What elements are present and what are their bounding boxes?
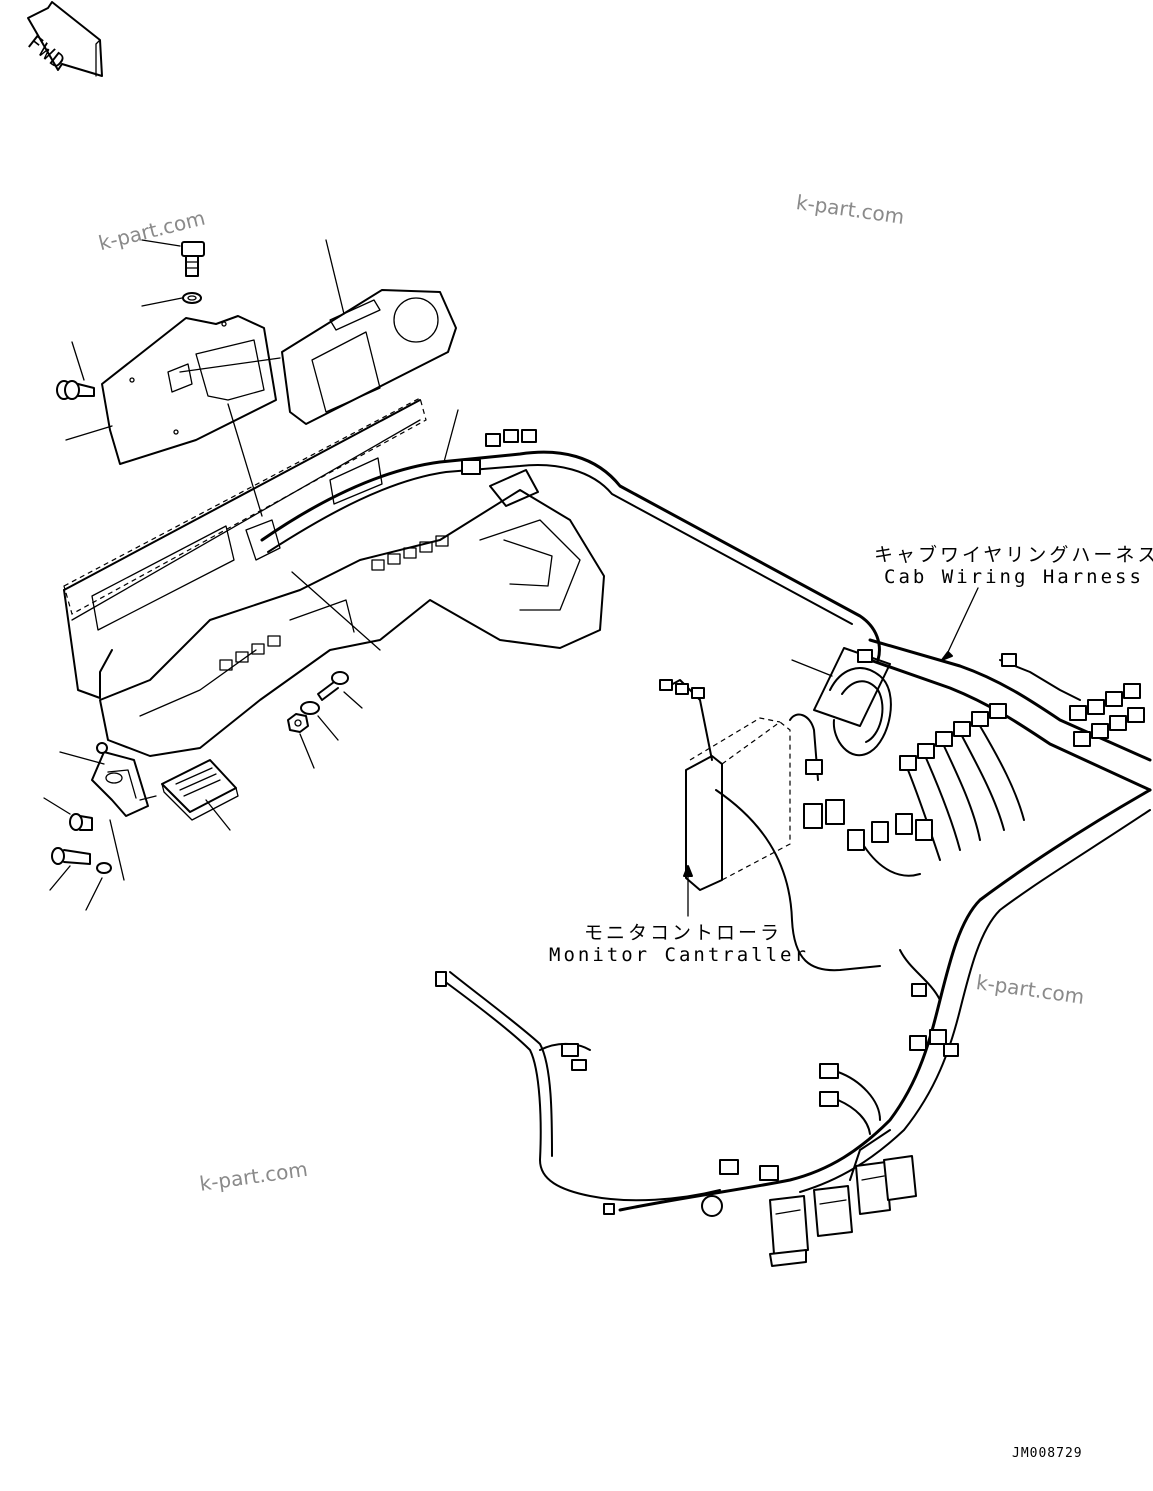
lower-harness xyxy=(435,971,917,1267)
monitor-controller-label-en: Monitor Cantraller xyxy=(549,944,809,966)
washer-mid xyxy=(300,701,320,715)
cab-wiring-harness xyxy=(618,638,1152,1212)
monitor-controller xyxy=(659,679,941,1001)
leader-line xyxy=(49,865,71,891)
switch-row xyxy=(219,535,449,671)
bolt-lower-1 xyxy=(69,813,93,831)
bolt-top xyxy=(181,241,205,277)
leader-line xyxy=(85,877,103,911)
leader-line xyxy=(71,341,85,381)
screw-mid xyxy=(317,671,349,701)
callout-leader-harness xyxy=(941,587,979,661)
leader-line xyxy=(325,239,345,315)
connector-bank xyxy=(899,683,1145,771)
leader-line xyxy=(43,797,71,815)
leader-line xyxy=(141,297,183,307)
controller-module xyxy=(161,759,239,821)
nut-mid xyxy=(287,713,309,733)
monitor-controller-label-jp: モニタコントローラ xyxy=(584,922,783,944)
monitor-panel xyxy=(281,289,457,425)
bolt-left xyxy=(56,380,95,400)
monitor-bracket xyxy=(101,315,277,465)
callout-leader-controller xyxy=(683,865,693,917)
fwd-arrow-icon xyxy=(27,1,103,77)
leader-line xyxy=(443,409,459,463)
leader-line xyxy=(109,819,125,881)
leader-line xyxy=(317,715,339,741)
leader-line xyxy=(139,795,157,801)
leader-line xyxy=(291,571,381,651)
console-harness xyxy=(260,429,881,662)
mounting-bracket xyxy=(91,742,149,817)
leader-line xyxy=(205,799,231,831)
bolt-lower-2 xyxy=(51,847,91,865)
drawing-code: JM008729 xyxy=(1012,1446,1083,1461)
washer-top xyxy=(182,292,202,304)
leader-line xyxy=(65,425,113,441)
pedal-connectors xyxy=(769,1155,917,1267)
cab-wiring-harness-label-en: Cab Wiring Harness xyxy=(884,566,1144,588)
leader-line xyxy=(299,733,315,769)
connection-line xyxy=(227,403,263,517)
leader-line xyxy=(59,751,105,765)
cab-wiring-harness-label-jp: キャブワイヤリングハーネス xyxy=(874,544,1153,566)
leader-line xyxy=(791,659,833,677)
leader-line xyxy=(141,239,181,247)
cab-console xyxy=(63,397,605,757)
washer-lower xyxy=(96,862,112,874)
connection-line xyxy=(179,357,281,373)
leader-line xyxy=(343,691,363,709)
